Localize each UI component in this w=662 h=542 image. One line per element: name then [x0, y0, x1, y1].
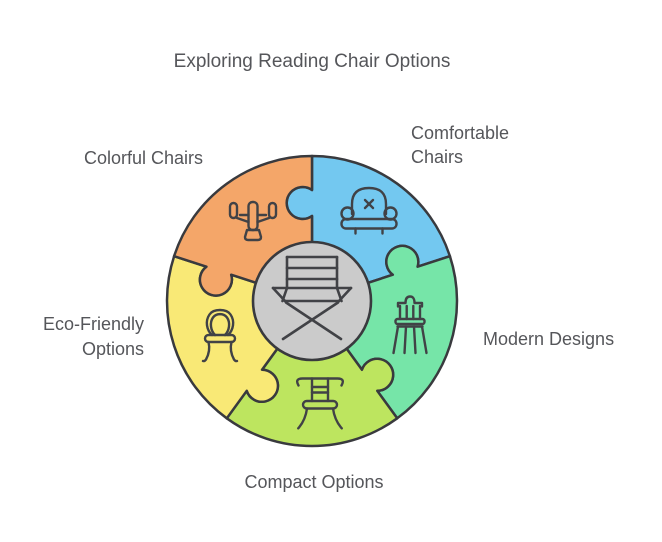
compact-chair-icon	[295, 377, 345, 430]
label-eco-friendly-options: Eco-Friendly Options	[42, 314, 144, 359]
label-modern-designs: Modern Designs	[483, 329, 615, 349]
chair-top-view-icon	[228, 200, 278, 242]
label-comfortable-chairs: Comfortable Chairs	[411, 123, 510, 167]
armchair-icon	[340, 186, 398, 235]
label-compact-options: Compact Options	[244, 472, 384, 492]
label-colorful-chairs: Colorful Chairs	[84, 148, 204, 168]
classic-chair-icon	[201, 308, 239, 363]
stool-icon	[392, 295, 428, 355]
directors-chair-icon	[271, 255, 353, 341]
page-title: Exploring Reading Chair Options	[173, 51, 451, 72]
